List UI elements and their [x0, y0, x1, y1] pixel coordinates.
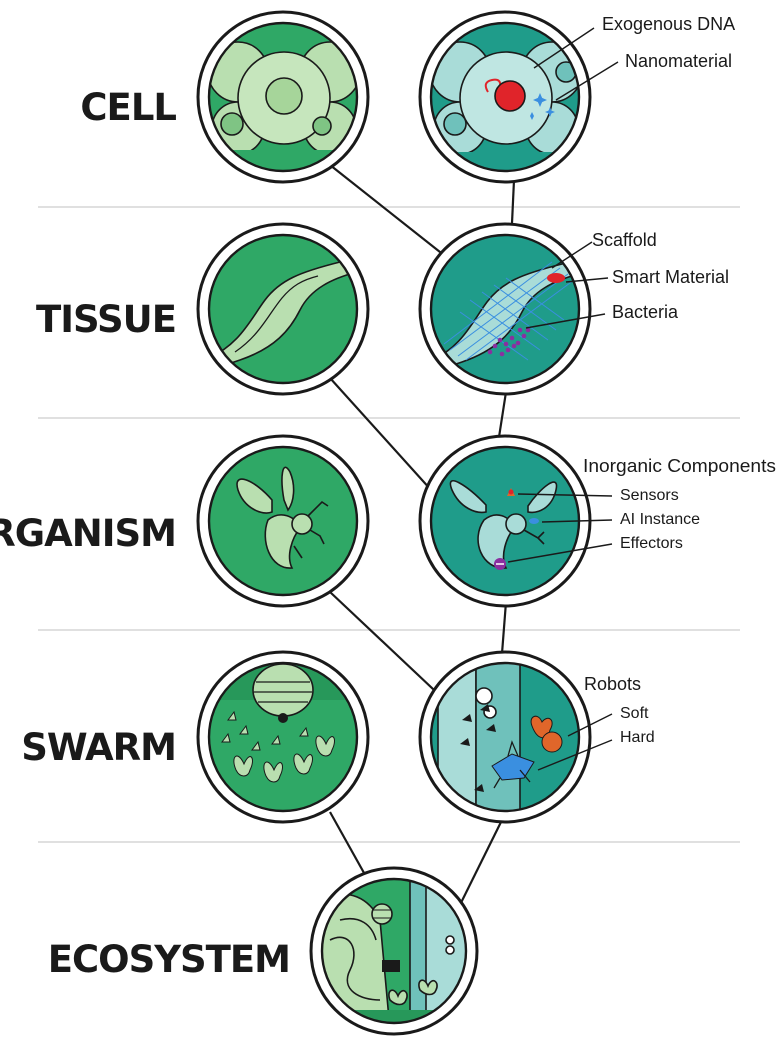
annotation-exogenous-dna: Exogenous DNA — [602, 14, 735, 34]
ecosystem-illustration — [309, 866, 479, 1036]
natural-swarm-illustration — [196, 650, 370, 824]
annotation-soft: Soft — [620, 705, 649, 722]
level-label-tissue: TISSUE — [36, 298, 176, 341]
level-label-cell: CELL — [80, 86, 176, 129]
annotation-smart-material: Smart Material — [612, 267, 729, 287]
engineered-cell-illustration — [418, 10, 592, 184]
level-label-ecosystem: ECOSYSTEM — [48, 938, 290, 981]
engineered-swarm-illustration — [418, 650, 592, 824]
engineered-tissue-illustration — [418, 222, 592, 396]
level-label-organism: ORGANISM — [0, 512, 176, 555]
natural-cell-illustration — [196, 10, 370, 184]
annotation-sensors: Sensors — [620, 487, 679, 504]
level-label-swarm: SWARM — [21, 726, 176, 769]
annotation-ai-instance: AI Instance — [620, 511, 700, 528]
annotation-effectors: Effectors — [620, 535, 683, 552]
annotation-nanomaterial: Nanomaterial — [625, 51, 732, 71]
natural-organism-illustration — [196, 434, 370, 608]
annotation-scaffold: Scaffold — [592, 230, 657, 250]
annotation-hard: Hard — [620, 729, 655, 746]
annotation-bacteria: Bacteria — [612, 302, 679, 322]
annotation-robots: Robots — [584, 674, 641, 694]
annotation-pointers — [507, 27, 619, 771]
natural-tissue-illustration — [196, 222, 370, 396]
annotation-inorganic-components: Inorganic Components — [583, 456, 776, 476]
